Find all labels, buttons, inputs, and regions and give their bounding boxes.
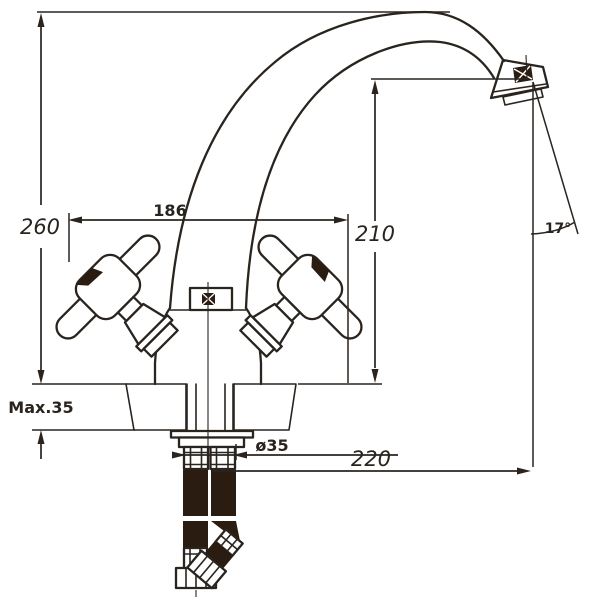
dim-label-max35: Max.35 [8, 398, 73, 417]
dim-label-dia35: ø35 [255, 436, 288, 455]
dim-label-186: 186 [153, 201, 186, 220]
spout-tip [489, 54, 550, 106]
right-handle-shaded-facet [311, 255, 330, 283]
left-handle-shaded-facet [76, 267, 104, 286]
spout-inner-curve [244, 40, 496, 310]
hose-crimp-collars [182, 445, 237, 471]
countertop-right-block [232, 383, 297, 431]
dim-label-260: 260 [20, 215, 60, 239]
dim-260: 260 [20, 13, 60, 384]
dim-186: 186 [68, 201, 348, 224]
dim-label-220: 220 [351, 447, 391, 471]
right-handle [239, 234, 363, 358]
dim-210: 210 [355, 80, 395, 383]
left-handle-stem-base [142, 321, 179, 358]
supply-hoses [174, 470, 244, 597]
dim-max35: Max.35 [8, 398, 74, 459]
countertop-section [125, 383, 297, 431]
dim-label-210: 210 [355, 222, 395, 246]
mounting-nut [177, 436, 246, 449]
dim-dia35: ø35 [172, 436, 398, 459]
supply-hose-right [186, 470, 244, 590]
dimension-annotations: 260 186 210 17° Max.35 [8, 11, 579, 475]
spout-outer-curve [168, 10, 506, 310]
countertop-left-block [125, 383, 187, 431]
dim-220: 220 [213, 447, 531, 475]
dim-17deg: 17° [530, 81, 579, 467]
mounting-hardware [169, 383, 255, 471]
right-handle-stem-base [239, 321, 276, 358]
dim-label-17deg: 17° [545, 221, 571, 237]
left-handle [55, 234, 179, 358]
